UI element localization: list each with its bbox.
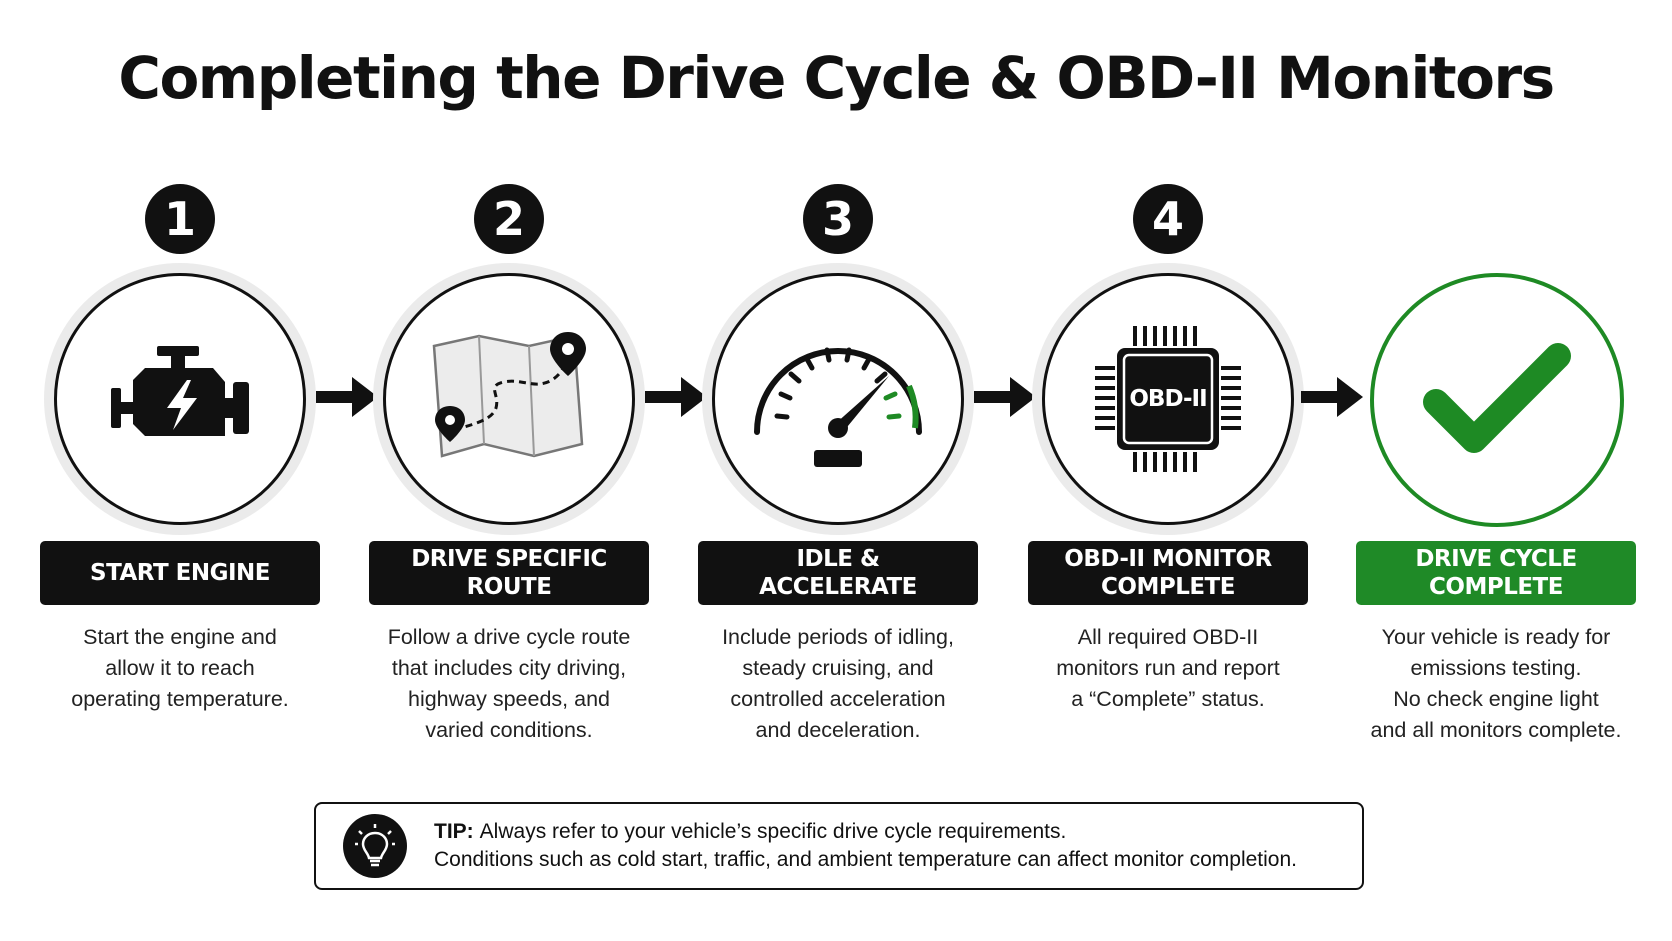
step-description: Include periods of idling, steady cruisi…: [722, 625, 954, 742]
step-number: 4: [1133, 184, 1203, 254]
lightbulb-icon: [343, 814, 407, 878]
engine-icon: [111, 346, 249, 436]
step-4: 4 OBD-II OBD-II MONITOR COMPLETE All req…: [1018, 0, 1318, 760]
arrow-right-icon: [1301, 377, 1363, 417]
step-label: DRIVE CYCLE COMPLETE: [1356, 541, 1636, 605]
step-3: 3: [688, 0, 988, 760]
step-label: OBD-II MONITOR COMPLETE: [1028, 541, 1308, 605]
step-number: 3: [803, 184, 873, 254]
page-title: Completing the Drive Cycle & OBD-II Moni…: [118, 44, 1555, 112]
step-description: Follow a drive cycle route that includes…: [387, 625, 631, 742]
step-number: 1: [145, 184, 215, 254]
chip-icon: OBD-II: [1093, 324, 1243, 474]
step-description: Start the engine and allow it to reach o…: [71, 625, 289, 711]
step-complete: DRIVE CYCLE COMPLETE Your vehicle is rea…: [1346, 0, 1646, 760]
map-route-icon: [432, 332, 586, 458]
step-label: START ENGINE: [40, 541, 320, 605]
arrow-right-icon: [316, 377, 378, 417]
step-number: 2: [474, 184, 544, 254]
step-1: 1 START ENGINE Start the engine and allo…: [30, 0, 330, 760]
speedometer-icon: [754, 347, 922, 467]
step-label: DRIVE SPECIFIC ROUTE: [369, 541, 649, 605]
step-2: 2 DRIVE SPECIFIC ROUTE Follow a drive cy…: [359, 0, 659, 760]
arrow-right-icon: [645, 377, 707, 417]
step-description: All required OBD-II monitors run and rep…: [1056, 625, 1280, 711]
checkmark-icon: [1423, 343, 1571, 453]
tip-prefix: TIP:: [434, 820, 474, 843]
tip-line-2: Conditions such as cold start, traffic, …: [434, 848, 1297, 871]
chip-text: OBD-II: [1129, 386, 1207, 412]
tip-box: TIP:Always refer to your vehicle’s speci…: [314, 802, 1364, 890]
step-label: IDLE & ACCELERATE: [698, 541, 978, 605]
arrow-right-icon: [974, 377, 1036, 417]
tip-line-1: Always refer to your vehicle’s specific …: [479, 820, 1067, 843]
step-description: Your vehicle is ready for emissions test…: [1370, 625, 1622, 742]
